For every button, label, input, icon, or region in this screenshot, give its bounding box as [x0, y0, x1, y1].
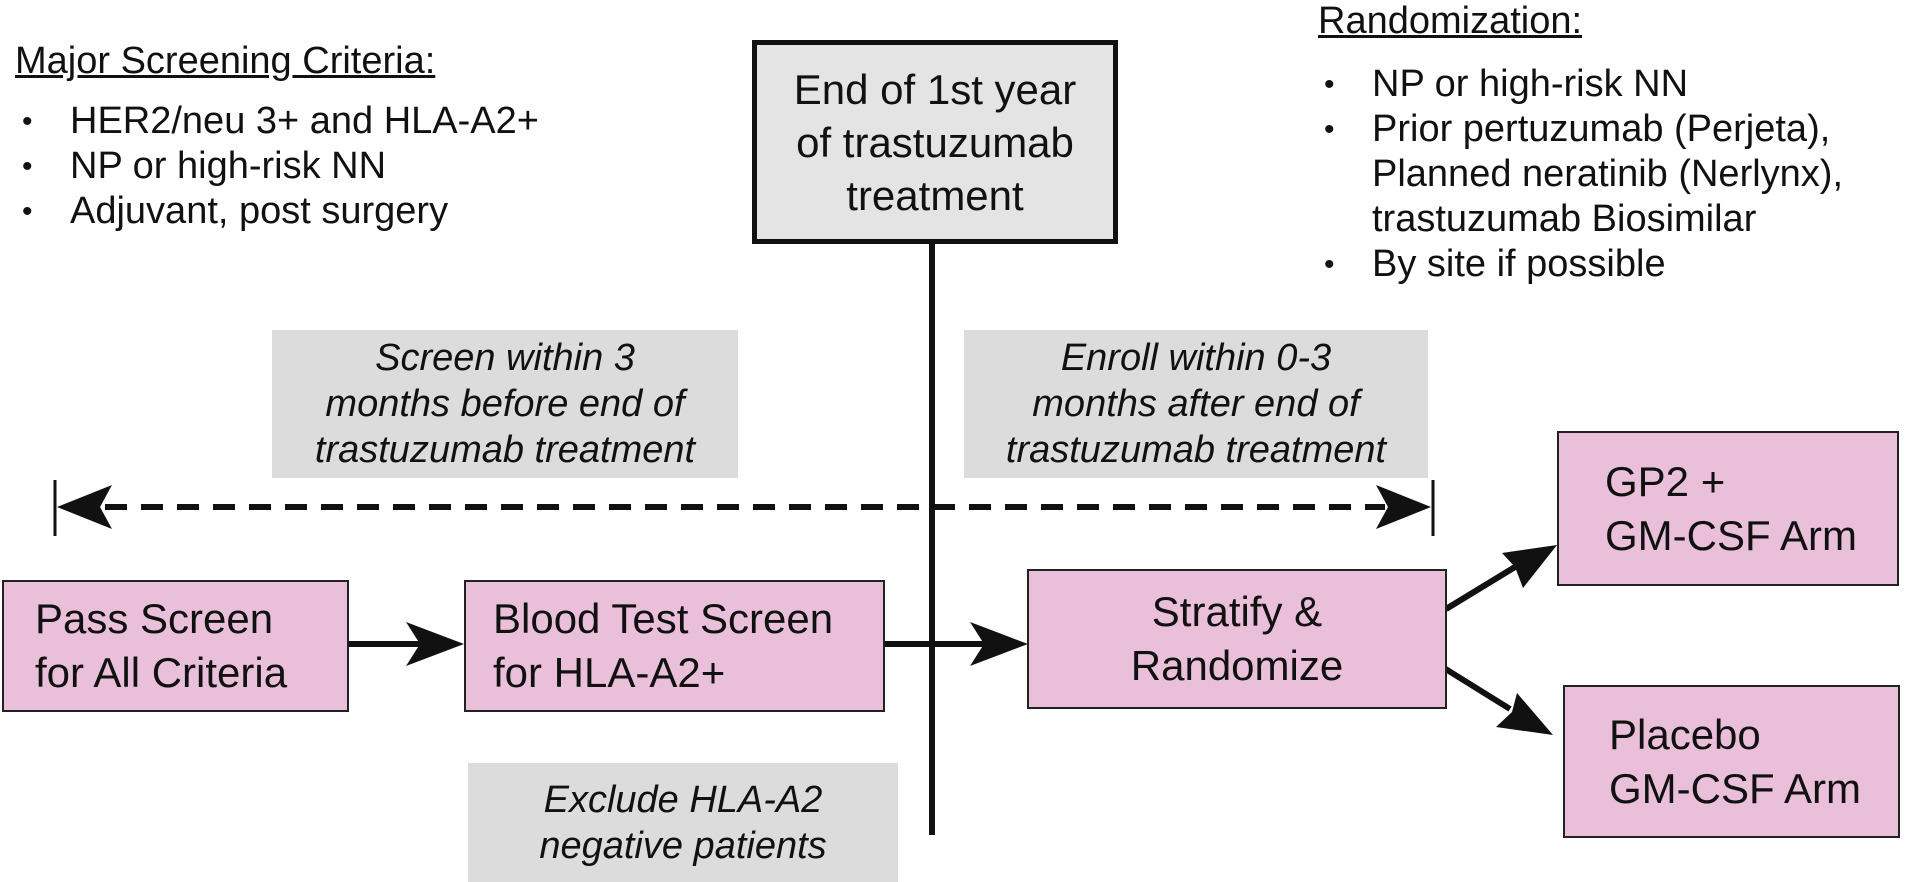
screen-window-line: Screen within 3	[375, 337, 635, 379]
stratify-line: Randomize	[1130, 642, 1344, 689]
enroll-window-note: Enroll within 0-3 months after end of tr…	[964, 330, 1428, 478]
arrow-to-gp2	[1444, 564, 1517, 612]
randomization-heading: Randomization:	[1318, 0, 1583, 42]
placebo-arm-box: Placebo GM-CSF Arm	[1563, 685, 1900, 838]
enroll-window-line: trastuzumab treatment	[1005, 429, 1387, 471]
screening-criteria-list: HER2/neu 3+ and HLA-A2+ NP or high-risk …	[18, 99, 539, 234]
arrow-blood-to-stratify-head	[970, 622, 1028, 666]
randomization-item: NP or high-risk NN	[1320, 62, 1843, 107]
screen-window-note: Screen within 3 months before end of tra…	[272, 330, 738, 478]
gp2-arm-box: GP2 + GM-CSF Arm	[1557, 431, 1899, 586]
end-of-treatment-line: of trastuzumab	[796, 118, 1074, 166]
exclude-note-line: negative patients	[539, 824, 827, 867]
screen-window-line: months before end of	[325, 383, 685, 425]
screen-window-line: trastuzumab treatment	[314, 429, 696, 471]
enroll-window-line: Enroll within 0-3	[1060, 337, 1332, 379]
placebo-arm-line: GM-CSF Arm	[1609, 764, 1861, 812]
end-of-treatment-box: End of 1st year of trastuzumab treatment	[752, 40, 1118, 244]
window-right-arrowhead	[1376, 485, 1431, 529]
placebo-arm-line: Placebo	[1609, 710, 1761, 758]
gp2-arm-line: GP2 +	[1605, 457, 1726, 505]
stratify-randomize-box: Stratify & Randomize	[1027, 569, 1447, 709]
pass-screen-box: Pass Screen for All Criteria	[2, 580, 349, 712]
randomization-item: By site if possible	[1320, 242, 1843, 287]
screening-criteria-item: HER2/neu 3+ and HLA-A2+	[18, 99, 539, 144]
arrow-to-gp2-head	[1502, 545, 1557, 588]
arrow-to-placebo	[1442, 665, 1512, 712]
blood-test-line: for HLA-A2+	[493, 649, 726, 696]
stratify-line: Stratify &	[1151, 588, 1323, 635]
randomization-item: Prior pertuzumab (Perjeta), Planned nera…	[1320, 107, 1843, 242]
end-of-treatment-line: End of 1st year	[793, 65, 1077, 113]
randomization-list: NP or high-risk NN Prior pertuzumab (Per…	[1320, 62, 1843, 287]
pass-screen-line: for All Criteria	[35, 649, 288, 696]
screening-criteria-item: NP or high-risk NN	[18, 144, 539, 189]
arrow-to-placebo-head	[1496, 693, 1553, 735]
exclude-note-line: Exclude HLA-A2	[543, 778, 823, 821]
arrow-pass-to-blood-head	[406, 622, 464, 666]
end-of-treatment-line: treatment	[846, 171, 1024, 219]
screening-criteria-heading: Major Screening Criteria:	[15, 40, 436, 82]
exclude-note: Exclude HLA-A2 negative patients	[468, 763, 898, 882]
pass-screen-line: Pass Screen	[35, 595, 274, 642]
blood-test-box: Blood Test Screen for HLA-A2+	[464, 580, 885, 712]
window-left-arrowhead	[57, 485, 112, 529]
enroll-window-line: months after end of	[1032, 383, 1360, 425]
blood-test-line: Blood Test Screen	[493, 595, 834, 642]
gp2-arm-line: GM-CSF Arm	[1605, 511, 1857, 559]
screening-criteria-item: Adjuvant, post surgery	[18, 189, 539, 234]
